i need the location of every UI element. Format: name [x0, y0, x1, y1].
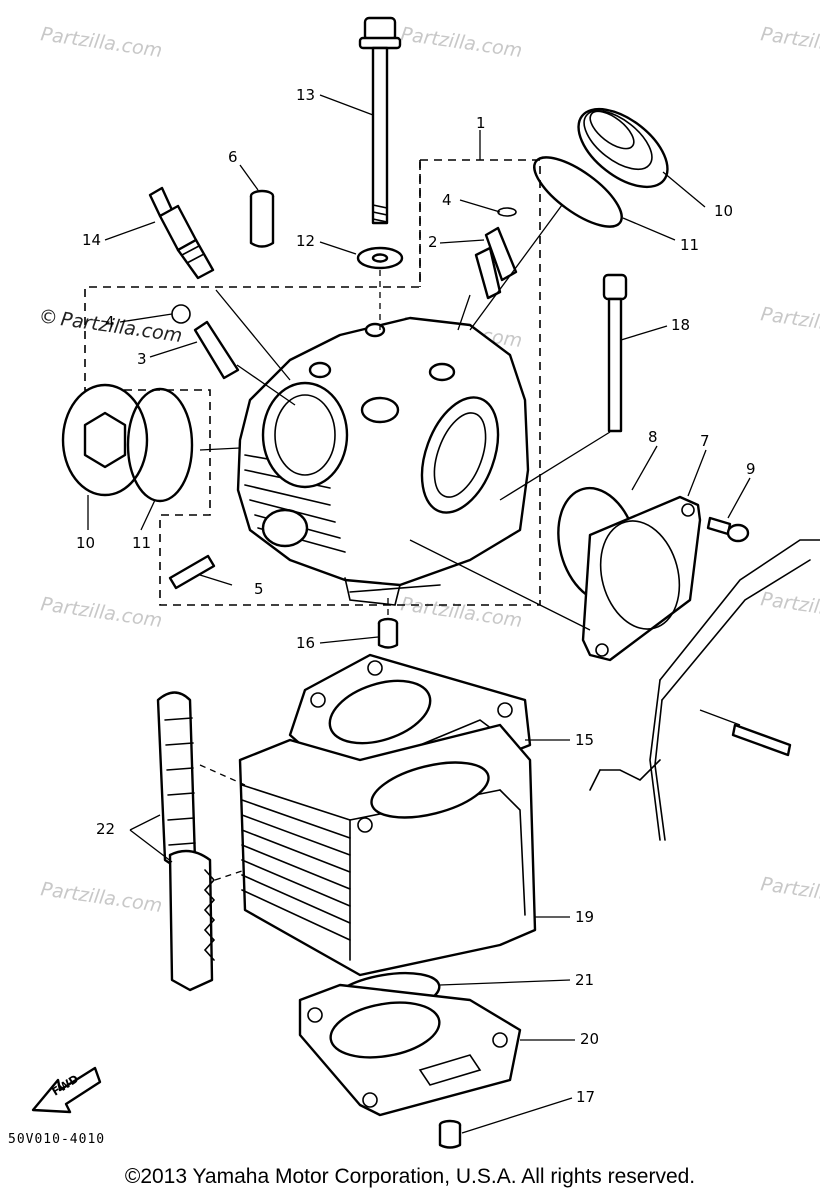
- callout-18: 18: [671, 316, 690, 334]
- callout-10-lower: 10: [76, 534, 95, 552]
- cylinder-head-1: [236, 316, 530, 606]
- callout-3: 3: [137, 350, 147, 368]
- chain-guide-22-lower: [168, 849, 216, 992]
- dowel-pin-16: [377, 617, 399, 649]
- valve-cover-cap-10-lower: [61, 383, 149, 497]
- dowel-pin-17: [438, 1119, 462, 1149]
- clip-4-upper: [497, 207, 517, 217]
- callout-17: 17: [576, 1088, 595, 1106]
- callout-20: 20: [580, 1030, 599, 1048]
- callout-13: 13: [296, 86, 315, 104]
- watermark-dark: Partzilla.com: [59, 308, 183, 347]
- callout-19: 19: [575, 908, 594, 926]
- callout-4-upper: 4: [442, 191, 452, 209]
- copyright-notice: ©2013 Yamaha Motor Corporation, U.S.A. A…: [124, 1165, 696, 1188]
- callout-12: 12: [296, 232, 315, 250]
- callout-15: 15: [575, 731, 594, 749]
- callout-11-upper: 11: [680, 236, 699, 254]
- callout-5: 5: [254, 580, 264, 598]
- watermark: Partzilla.com: [759, 303, 820, 342]
- callout-4-lower: 4: [105, 313, 115, 331]
- head-bolt-13: [358, 16, 402, 225]
- valve-guide-3: [193, 320, 240, 380]
- leader-lines: [87, 94, 751, 1134]
- frame-outline: [589, 539, 820, 841]
- callout-8: 8: [648, 428, 658, 446]
- stud-bolt-5: [168, 554, 216, 590]
- callout-9: 9: [746, 460, 756, 478]
- side-cover-7: [581, 495, 702, 662]
- callout-11-lower: 11: [132, 534, 151, 552]
- callout-6: 6: [228, 148, 238, 166]
- callout-10-upper: 10: [714, 202, 733, 220]
- watermark: Partzilla.com: [759, 588, 820, 627]
- valve-guide-2: [474, 226, 518, 300]
- watermark-symbol: ©: [37, 305, 59, 329]
- watermark: Partzilla.com: [39, 878, 163, 917]
- callout-7: 7: [700, 432, 710, 450]
- callout-16: 16: [296, 634, 315, 652]
- callout-2: 2: [428, 233, 438, 251]
- diagram-code: 50V010-4010: [8, 1132, 106, 1147]
- watermark: Partzilla.com: [39, 23, 163, 62]
- cylinder-19: [238, 723, 537, 977]
- watermark: Partzilla.com: [759, 873, 820, 912]
- o-ring-11-lower: [126, 387, 194, 503]
- callout-numbers: 13 6 14 12 4 2 1 10 11 4 3 18 8 7 9 10 1…: [76, 86, 756, 1106]
- spark-plug-14: [148, 186, 215, 280]
- base-gasket-20: [298, 983, 522, 1117]
- bolt-9: [706, 516, 750, 543]
- callout-1: 1: [476, 114, 486, 132]
- bolt-18: [602, 273, 628, 433]
- watermark: Partzilla.com: [399, 593, 523, 632]
- watermark: Partzilla.com: [39, 593, 163, 632]
- chain-guide-22-upper: [156, 691, 197, 872]
- callout-21: 21: [575, 971, 594, 989]
- dowel-pin-6: [249, 189, 275, 248]
- watermark: Partzilla.com: [759, 23, 820, 62]
- washer-12: [356, 246, 404, 270]
- watermark: Partzilla.com: [399, 23, 523, 62]
- valve-cover-cap-10-upper: [577, 107, 669, 189]
- clip-4-lower: [171, 304, 191, 324]
- o-ring-11-upper: [533, 156, 623, 228]
- callout-22: 22: [96, 820, 115, 838]
- assembly-group-outline: [84, 159, 541, 606]
- fwd-arrow: FWD: [31, 1066, 102, 1114]
- callout-14: 14: [82, 231, 101, 249]
